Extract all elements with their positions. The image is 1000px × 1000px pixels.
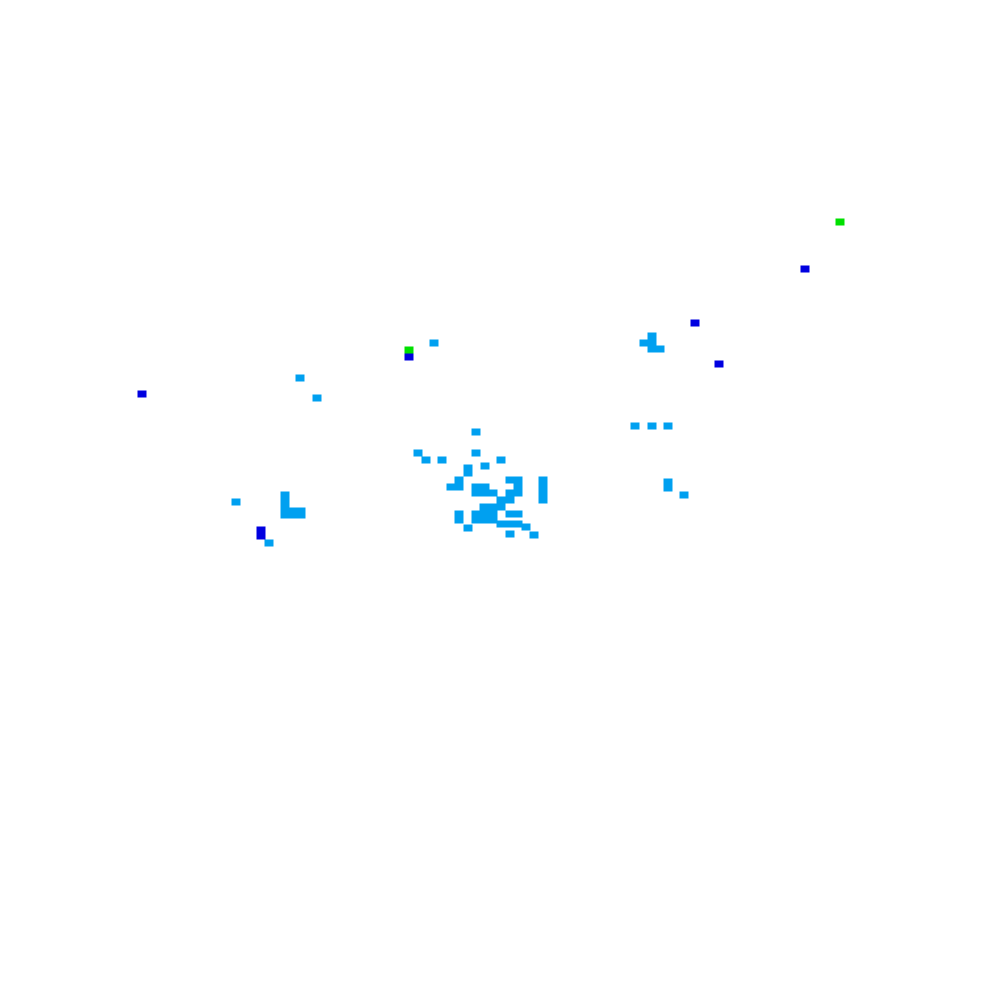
- light-cell: [296, 511, 306, 519]
- light-cell: [288, 511, 298, 519]
- light-cell: [280, 497, 290, 505]
- light-cell: [471, 483, 481, 491]
- light-cell: [488, 489, 498, 497]
- light-cell: [488, 503, 498, 511]
- light-cell: [513, 489, 523, 497]
- light-cell: [679, 491, 689, 499]
- light-cell: [513, 510, 523, 518]
- light-cell: [521, 523, 531, 531]
- dark-cell: [256, 532, 266, 540]
- light-cell: [505, 476, 515, 484]
- light-cell: [663, 478, 673, 486]
- light-cell: [413, 449, 423, 457]
- light-cell: [280, 491, 290, 499]
- light-cell: [496, 503, 506, 511]
- light-cell: [479, 503, 489, 511]
- light-cell: [513, 483, 523, 491]
- green-cell: [404, 346, 414, 354]
- light-cell: [446, 483, 456, 491]
- light-cell: [505, 489, 515, 497]
- light-cell: [231, 498, 241, 506]
- light-cell: [454, 510, 464, 518]
- light-cell: [295, 374, 305, 382]
- light-cell: [529, 531, 539, 539]
- light-cell: [479, 510, 489, 518]
- light-cell: [471, 510, 481, 518]
- light-cell: [496, 496, 506, 504]
- light-cell: [471, 428, 481, 436]
- cells-layer: [137, 218, 845, 547]
- light-cell: [505, 496, 515, 504]
- dark-cell: [690, 319, 700, 327]
- light-cell: [663, 422, 673, 430]
- light-cell: [296, 507, 306, 515]
- light-cell: [505, 530, 515, 538]
- light-cell: [630, 422, 640, 430]
- light-cell: [538, 476, 548, 484]
- light-cell: [454, 516, 464, 524]
- dark-cell: [256, 526, 266, 534]
- light-cell: [280, 511, 290, 519]
- light-cell: [479, 516, 489, 524]
- light-cell: [454, 476, 464, 484]
- light-cell: [655, 345, 665, 353]
- light-cell: [463, 524, 473, 532]
- light-cell: [264, 539, 274, 547]
- light-cell: [454, 483, 464, 491]
- light-cell: [647, 422, 657, 430]
- light-cell: [647, 332, 657, 340]
- light-cell: [496, 456, 506, 464]
- light-cell: [538, 489, 548, 497]
- light-cell: [488, 516, 498, 524]
- light-cell: [288, 507, 298, 515]
- light-cell: [463, 464, 473, 472]
- light-cell: [471, 449, 481, 457]
- light-cell: [480, 462, 490, 470]
- light-cell: [280, 504, 290, 512]
- light-cell: [505, 520, 515, 528]
- dark-cell: [800, 265, 810, 273]
- light-cell: [437, 456, 447, 464]
- light-cell: [480, 489, 490, 497]
- light-cell: [663, 484, 673, 492]
- light-cell: [488, 510, 498, 518]
- light-cell: [496, 520, 506, 528]
- light-cell: [429, 339, 439, 347]
- light-cell: [480, 483, 490, 491]
- light-cell: [513, 476, 523, 484]
- light-cell: [647, 338, 657, 346]
- light-cell: [421, 456, 431, 464]
- green-cell: [835, 218, 845, 226]
- light-cell: [471, 489, 481, 497]
- dark-cell: [404, 353, 414, 361]
- light-cell: [513, 520, 523, 528]
- light-cell: [505, 510, 515, 518]
- light-cell: [471, 516, 481, 524]
- light-cell: [312, 394, 322, 402]
- light-cell: [647, 345, 657, 353]
- light-cell: [639, 339, 649, 347]
- light-cell: [538, 483, 548, 491]
- dark-cell: [714, 360, 724, 368]
- light-cell: [538, 496, 548, 504]
- light-cell: [463, 469, 473, 477]
- dark-cell: [137, 390, 147, 398]
